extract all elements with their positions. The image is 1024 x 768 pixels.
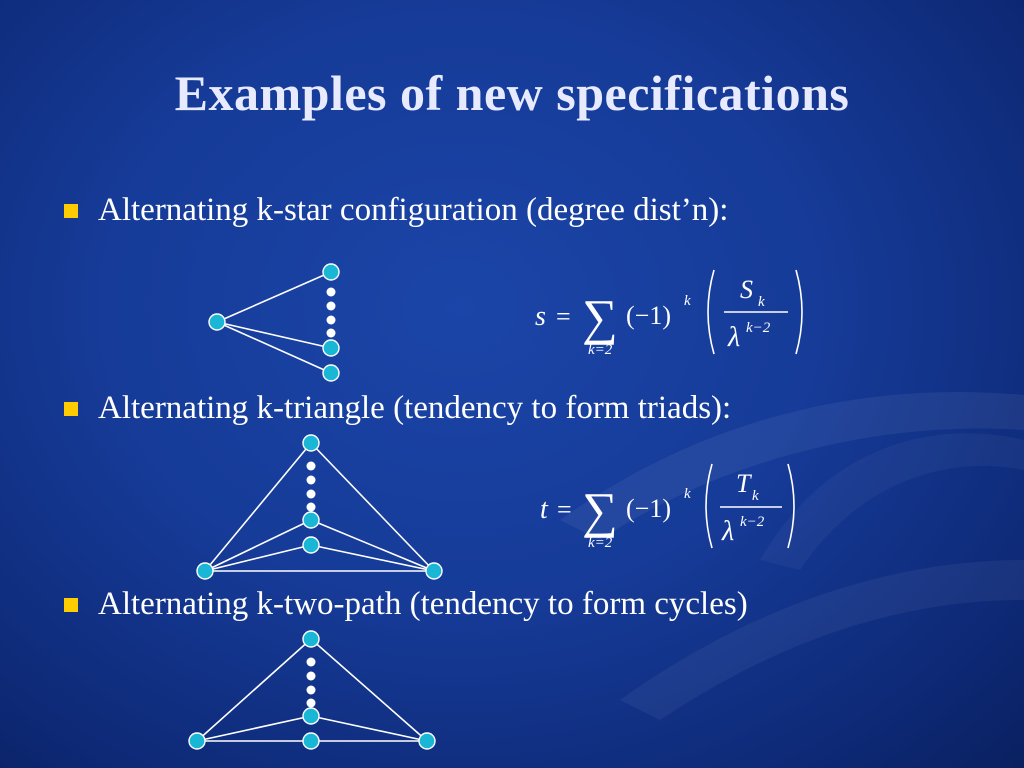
slide-title: Examples of new specifications <box>174 65 850 121</box>
ellipsis-dot <box>306 657 316 667</box>
square-bullet-icon <box>64 597 78 612</box>
ellipsis-dot <box>306 698 316 708</box>
denominator-exponent: k−2 <box>740 514 765 530</box>
numerator-subscript: k <box>752 488 759 504</box>
formula-exponent: k <box>684 293 691 309</box>
bullet-item-k-two-path: Alternating k-two-path (tendency to form… <box>64 586 748 623</box>
sum-symbol: ∑ <box>582 482 618 538</box>
graph-node <box>208 313 226 331</box>
formula-equals: = <box>557 495 572 524</box>
bullet-text: Alternating k-triangle (tendency to form… <box>98 390 732 426</box>
graph-node <box>302 434 320 452</box>
graph-node <box>302 536 320 554</box>
ellipsis-dot <box>306 685 316 695</box>
graph-node <box>425 562 443 580</box>
graph-node <box>196 562 214 580</box>
sum-symbol: ∑ <box>582 289 618 345</box>
ellipsis-dot <box>326 328 336 338</box>
ellipsis-dot <box>326 287 336 297</box>
ellipsis-dot <box>306 475 316 485</box>
graph-node <box>418 732 436 750</box>
graph-node <box>322 339 340 357</box>
formula-factor: (−1) <box>626 494 671 523</box>
graph-node <box>322 364 340 382</box>
formula-lhs: s <box>535 301 546 332</box>
bullet-text: Alternating k-two-path (tendency to form… <box>98 586 748 622</box>
ellipsis-dot <box>306 461 316 471</box>
denominator-exponent: k−2 <box>746 320 771 336</box>
fraction-denominator: λ <box>727 322 740 353</box>
fraction-denominator: λ <box>721 516 734 547</box>
graph-node <box>302 511 320 529</box>
fraction-numerator: T <box>736 469 752 498</box>
bullet-item-k-triangle: Alternating k-triangle (tendency to form… <box>64 390 731 427</box>
ellipsis-dot <box>306 489 316 499</box>
ellipsis-dot <box>306 502 316 512</box>
graph-node <box>302 630 320 648</box>
ellipsis-dot <box>326 315 336 325</box>
formula-factor: (−1) <box>626 301 671 330</box>
graph-node <box>302 707 320 725</box>
graph-node <box>188 732 206 750</box>
square-bullet-icon <box>64 401 78 416</box>
graph-node <box>322 263 340 281</box>
bullet-text: Alternating k-star configuration (degree… <box>98 192 729 228</box>
formula-lhs: t <box>540 494 549 525</box>
graph-node <box>302 732 320 750</box>
sum-subscript: k=2 <box>588 535 613 551</box>
numerator-subscript: k <box>758 294 765 310</box>
formula-exponent: k <box>684 486 691 502</box>
formula-equals: = <box>556 302 571 331</box>
ellipsis-dot <box>326 301 336 311</box>
sum-subscript: k=2 <box>588 342 613 358</box>
square-bullet-icon <box>64 203 78 218</box>
fraction-numerator: S <box>740 275 753 304</box>
bullet-item-k-star: Alternating k-star configuration (degree… <box>64 192 728 229</box>
ellipsis-dot <box>306 671 316 681</box>
